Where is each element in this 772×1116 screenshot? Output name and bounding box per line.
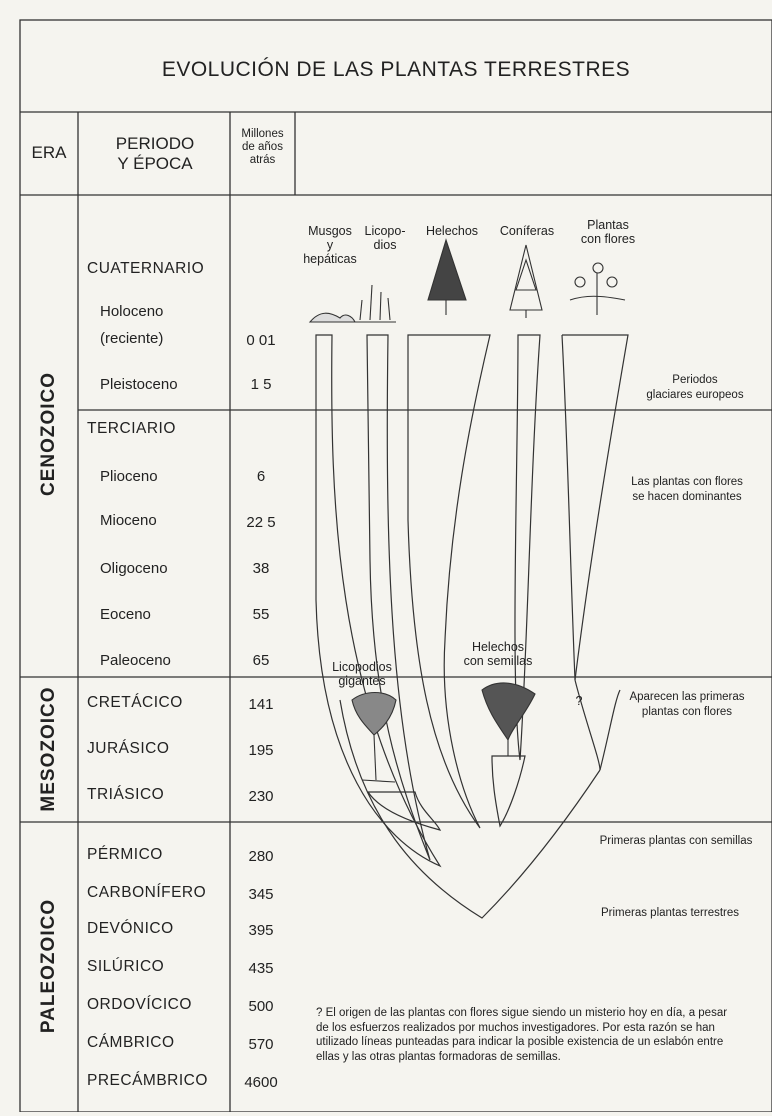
period-precambrico: PRECÁMBRICO	[87, 1072, 208, 1090]
period-triasico: TRIÁSICO	[87, 786, 164, 804]
period-cuaternario: CUATERNARIO	[87, 260, 204, 278]
era-paleozoico: PALEOZOICO	[38, 816, 60, 1116]
fern-icon	[428, 240, 466, 315]
years-paleoceno: 65	[236, 652, 286, 669]
years-mioceno: 22 5	[236, 514, 286, 531]
years-silurico: 435	[236, 960, 286, 977]
note-glaciares: Periodos glaciares europeos	[620, 373, 770, 403]
epoch-holoceno: Holoceno	[100, 303, 163, 320]
branch-musgos	[316, 335, 440, 866]
years-cambrico: 570	[236, 1036, 286, 1053]
label-licopodios-gigantes-line-2: gigantes	[322, 674, 402, 688]
trunk-outline	[340, 700, 600, 918]
note-glaciares-line-1: Periodos	[620, 373, 770, 388]
conifer-icon	[510, 245, 542, 318]
flowering-plant-icon	[570, 263, 625, 315]
note-dominantes-line-1: Las plantas con flores	[612, 475, 762, 490]
years-holoceno: 0 01	[236, 332, 286, 349]
label-helechos: Helechos	[420, 224, 484, 238]
label-licopodios-line-1: Licopo-	[360, 224, 410, 238]
lycopod-icon	[355, 285, 396, 322]
note-primeras-flores-line-1: Aparecen las primeras	[612, 690, 762, 705]
period-header-line-2: Y ÉPOCA	[80, 154, 230, 174]
years-devonico: 395	[236, 922, 286, 939]
years-carbonifero: 345	[236, 886, 286, 903]
epoch-eoceno: Eoceno	[100, 606, 151, 623]
label-licopodios-gigantes-line-1: Licopodios	[322, 660, 402, 674]
label-musgos: Musgos y hepáticas	[300, 224, 360, 266]
footnote: ? El origen de las plantas con flores si…	[316, 1006, 736, 1064]
period-header-line-1: PERIODO	[80, 134, 230, 154]
label-licopodios-line-2: dios	[360, 238, 410, 252]
diagram-title: EVOLUCIÓN DE LAS PLANTAS TERRESTRES	[20, 58, 772, 82]
period-jurasico: JURÁSICO	[87, 740, 169, 758]
branch-helechos-semillas	[492, 756, 525, 826]
epoch-pleistoceno: Pleistoceno	[100, 376, 178, 393]
period-devonico: DEVÓNICO	[87, 920, 174, 938]
years-permico: 280	[236, 848, 286, 865]
label-flores: Plantas con flores	[570, 218, 646, 246]
myr-header-line-1: Millones	[230, 128, 295, 141]
period-terciario: TERCIARIO	[87, 420, 176, 438]
epoch-oligoceno: Oligoceno	[100, 560, 168, 577]
label-musgos-line-2: y	[300, 238, 360, 252]
note-primeras-flores-line-2: plantas con flores	[612, 705, 762, 720]
label-musgos-line-3: hepáticas	[300, 252, 360, 266]
era-header: ERA	[24, 143, 74, 163]
label-licopodios: Licopo- dios	[360, 224, 410, 252]
note-primeras-flores: Aparecen las primeras plantas con flores	[612, 690, 762, 720]
note-dominantes-line-2: se hacen dominantes	[612, 490, 762, 505]
question-mark: ?	[572, 694, 586, 708]
seed-fern-icon	[482, 683, 535, 756]
period-carbonifero: CARBONÍFERO	[87, 884, 206, 902]
note-glaciares-line-2: glaciares europeos	[620, 388, 770, 403]
period-permico: PÉRMICO	[87, 846, 163, 864]
label-flores-line-2: con flores	[570, 232, 646, 246]
label-licopodios-gigantes: Licopodios gigantes	[322, 660, 402, 688]
epoch-paleoceno: Paleoceno	[100, 652, 171, 669]
myr-header-line-2: de años	[230, 141, 295, 154]
label-musgos-line-1: Musgos	[300, 224, 360, 238]
label-helechos-semillas-line-1: Helechos	[458, 640, 538, 654]
branch-helechos	[408, 335, 490, 828]
years-ordovicico: 500	[236, 998, 286, 1015]
branch-flores-right	[562, 335, 575, 680]
myr-header-line-3: atrás	[230, 154, 295, 167]
period-header: PERIODO Y ÉPOCA	[80, 134, 230, 174]
note-semillas: Primeras plantas con semillas	[580, 834, 772, 849]
years-precambrico: 4600	[236, 1074, 286, 1091]
period-cretacico: CRETÁCICO	[87, 694, 183, 712]
period-ordovicico: ORDOVÍCICO	[87, 996, 192, 1014]
label-helechos-semillas-line-2: con semillas	[458, 654, 538, 668]
myr-header: Millones de años atrás	[230, 128, 295, 167]
epoch-reciente: (reciente)	[100, 330, 163, 347]
note-terrestres: Primeras plantas terrestres	[580, 906, 760, 921]
note-dominantes: Las plantas con flores se hacen dominant…	[612, 475, 762, 505]
years-plioceno: 6	[236, 468, 286, 485]
moss-icon	[310, 313, 355, 322]
period-cambrico: CÁMBRICO	[87, 1034, 175, 1052]
branch-flores-left	[562, 335, 628, 680]
years-cretacico: 141	[236, 696, 286, 713]
label-helechos-semillas: Helechos con semillas	[458, 640, 538, 668]
years-oligoceno: 38	[236, 560, 286, 577]
period-silurico: SILÚRICO	[87, 958, 164, 976]
years-triasico: 230	[236, 788, 286, 805]
branch-licopodios-gigantes	[368, 792, 440, 830]
evolution-tree	[316, 335, 628, 918]
epoch-plioceno: Plioceno	[100, 468, 158, 485]
label-flores-line-1: Plantas	[570, 218, 646, 232]
era-cenozoico: CENOZOICO	[38, 284, 60, 584]
years-eoceno: 55	[236, 606, 286, 623]
epoch-mioceno: Mioceno	[100, 512, 157, 529]
years-jurasico: 195	[236, 742, 286, 759]
years-pleistoceno: 1 5	[236, 376, 286, 393]
label-coniferas: Coníferas	[496, 224, 558, 238]
